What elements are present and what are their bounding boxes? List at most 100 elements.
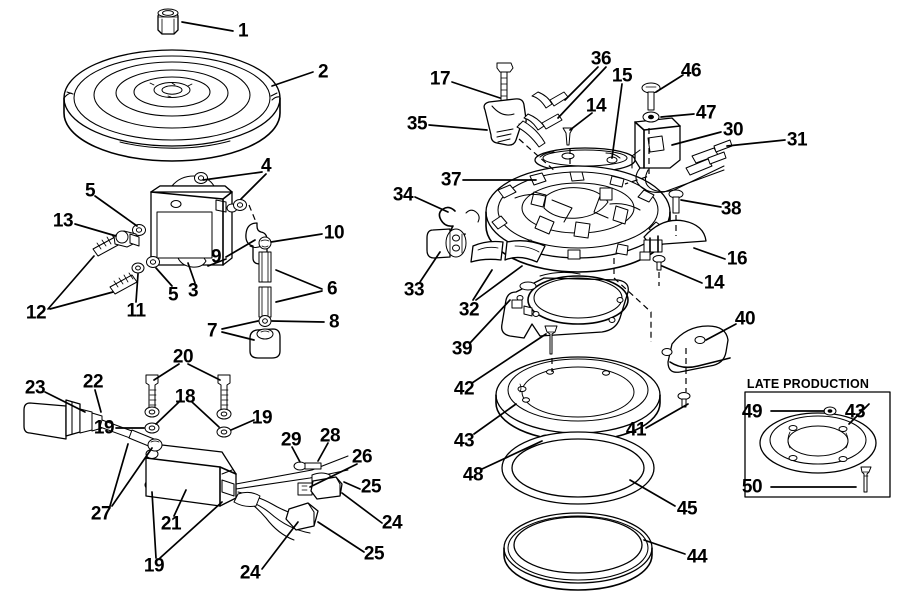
callout-30: 30 bbox=[722, 119, 744, 141]
callout-29: 29 bbox=[280, 429, 302, 451]
callout-18: 18 bbox=[174, 386, 196, 408]
part-36-leads bbox=[523, 91, 569, 131]
callout-2: 2 bbox=[317, 61, 329, 83]
callout-19: 19 bbox=[93, 417, 115, 439]
flywheel-assembly bbox=[63, 8, 281, 162]
callout-43: 43 bbox=[453, 430, 475, 452]
part-41-screw bbox=[677, 392, 691, 408]
part-35-sensor bbox=[483, 98, 546, 148]
callout-9: 9 bbox=[210, 246, 222, 268]
part-33-connector bbox=[426, 228, 467, 259]
part-20-bolts bbox=[145, 374, 231, 416]
callout-48: 48 bbox=[462, 464, 484, 486]
callout-34: 34 bbox=[392, 184, 414, 206]
callout-5: 5 bbox=[84, 180, 96, 202]
part-3-coil bbox=[150, 175, 238, 268]
part-44-ring bbox=[503, 512, 653, 591]
callout-20: 20 bbox=[172, 346, 194, 368]
callout-3: 3 bbox=[187, 280, 199, 302]
callout-35: 35 bbox=[406, 113, 428, 135]
callout-14: 14 bbox=[585, 95, 607, 117]
part-4-washers bbox=[194, 172, 247, 211]
callout-1: 1 bbox=[237, 20, 249, 42]
callout-25: 25 bbox=[363, 543, 385, 565]
part-39-housing bbox=[501, 271, 629, 339]
callout-44: 44 bbox=[686, 546, 708, 568]
callout-6: 6 bbox=[326, 278, 338, 300]
callout-8: 8 bbox=[328, 311, 340, 333]
part-17-screw bbox=[496, 62, 514, 111]
part-6-spark-plugs bbox=[258, 251, 272, 318]
callout-4: 4 bbox=[260, 155, 272, 177]
callout-45: 45 bbox=[676, 498, 698, 520]
callout-26: 26 bbox=[351, 446, 373, 468]
callout-40: 40 bbox=[734, 308, 756, 330]
part-40-clamp bbox=[661, 325, 731, 373]
callout-13: 13 bbox=[52, 210, 74, 232]
part-16-cover bbox=[639, 219, 707, 261]
callout-41: 41 bbox=[625, 419, 647, 441]
part-8-washer bbox=[258, 315, 272, 327]
callout-19: 19 bbox=[143, 555, 165, 577]
part-5-washers bbox=[132, 224, 160, 268]
callout-27: 27 bbox=[90, 503, 112, 525]
callout-21: 21 bbox=[160, 513, 182, 535]
hose-plate-assembly bbox=[426, 206, 731, 591]
callout-46: 46 bbox=[680, 60, 702, 82]
callout-24: 24 bbox=[239, 562, 261, 584]
late-production-inset bbox=[744, 391, 891, 498]
callout-38: 38 bbox=[720, 198, 742, 220]
callout-19: 19 bbox=[251, 407, 273, 429]
stator-timer-base-assembly bbox=[483, 62, 733, 273]
callout-36: 36 bbox=[590, 48, 612, 70]
callout-39: 39 bbox=[451, 338, 473, 360]
callout-43: 43 bbox=[844, 401, 866, 423]
part-32-hoses bbox=[470, 240, 546, 263]
callout-33: 33 bbox=[403, 279, 425, 301]
part-13-terminal bbox=[113, 230, 140, 248]
leader-lines bbox=[44, 21, 786, 570]
harness-wires bbox=[233, 455, 349, 541]
part-7-cap bbox=[249, 328, 281, 359]
callout-28: 28 bbox=[319, 425, 341, 447]
callout-10: 10 bbox=[323, 222, 345, 244]
callout-49: 49 bbox=[741, 401, 763, 423]
late-production-title: LATE PRODUCTION bbox=[746, 377, 870, 391]
callout-15: 15 bbox=[611, 65, 633, 87]
part-45-gasket bbox=[501, 431, 655, 505]
callout-23: 23 bbox=[24, 377, 46, 399]
part-18-washers bbox=[144, 406, 232, 420]
callout-22: 22 bbox=[82, 371, 104, 393]
regulator-harness-assembly bbox=[23, 374, 349, 541]
alignment-dashed-lines bbox=[248, 128, 687, 392]
callout-17: 17 bbox=[429, 68, 451, 90]
part-38-screw bbox=[668, 189, 684, 214]
callout-32: 32 bbox=[458, 299, 480, 321]
ignition-coil-assembly bbox=[92, 172, 281, 359]
part-30-bracket bbox=[631, 117, 681, 169]
part-42-screw bbox=[544, 325, 558, 355]
part-14-screw-lower bbox=[652, 255, 666, 271]
callout-42: 42 bbox=[453, 378, 475, 400]
callout-24: 24 bbox=[381, 512, 403, 534]
callout-14: 14 bbox=[703, 272, 725, 294]
part-10-cap bbox=[258, 236, 272, 250]
callout-50: 50 bbox=[741, 476, 763, 498]
callout-16: 16 bbox=[726, 248, 748, 270]
part-23-solenoid bbox=[23, 399, 81, 440]
part-47-washer bbox=[642, 111, 660, 123]
callout-11: 11 bbox=[126, 300, 146, 322]
callout-37: 37 bbox=[440, 169, 462, 191]
callout-5: 5 bbox=[167, 284, 179, 306]
part-22-connector bbox=[79, 408, 103, 434]
part-1-nut bbox=[157, 8, 179, 35]
callout-7: 7 bbox=[206, 320, 218, 342]
part-11-washer bbox=[131, 262, 145, 274]
callout-47: 47 bbox=[695, 102, 717, 124]
callout-12: 12 bbox=[25, 302, 47, 324]
callout-25: 25 bbox=[360, 476, 382, 498]
part-14-screw-upper bbox=[562, 127, 574, 146]
part-46-screw bbox=[641, 82, 661, 111]
